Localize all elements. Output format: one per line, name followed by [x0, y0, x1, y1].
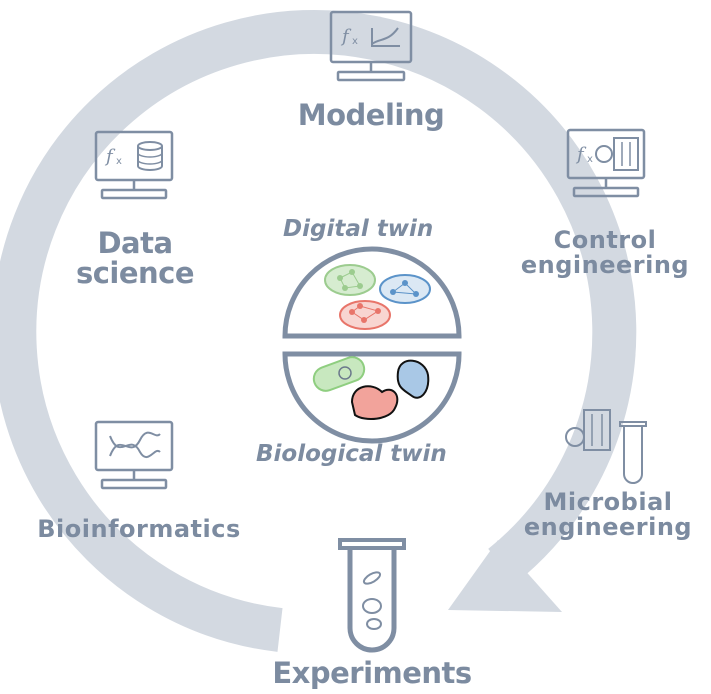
computer-fx-graph-icon: f x: [329, 10, 413, 82]
computer-fx-database-icon: f x: [94, 130, 174, 200]
label-bioinformatics: Bioinformatics: [37, 515, 241, 543]
svg-text:x: x: [587, 154, 593, 165]
svg-text:x: x: [116, 156, 122, 167]
controls-test-tube-icon: [565, 409, 647, 484]
label-digital-twin: Digital twin: [283, 216, 434, 242]
digital-network-blue: [379, 274, 431, 304]
digital-twin-hemisphere: [282, 246, 462, 339]
label-control-engineering: Control engineering: [520, 226, 690, 280]
label-biological-twin: Biological twin: [256, 441, 447, 467]
label-experiments: Experiments: [272, 656, 472, 690]
bacterium-green: [312, 356, 366, 392]
digital-network-green: [324, 264, 376, 296]
label-data-science: Data science: [75, 226, 195, 291]
label-microbial-engineering: Microbial engineering: [523, 488, 693, 542]
twin-sphere: [282, 246, 462, 444]
svg-text:x: x: [352, 36, 358, 47]
bacterium-red: [350, 385, 399, 421]
test-tube-bacteria-icon: [338, 538, 406, 653]
digital-network-red: [339, 300, 391, 330]
cycle-arrow: [0, 10, 637, 652]
label-modeling: Modeling: [297, 98, 445, 132]
bacterium-blue: [396, 359, 430, 399]
computer-dna-icon: [94, 420, 174, 490]
svg-text:f: f: [104, 146, 116, 167]
